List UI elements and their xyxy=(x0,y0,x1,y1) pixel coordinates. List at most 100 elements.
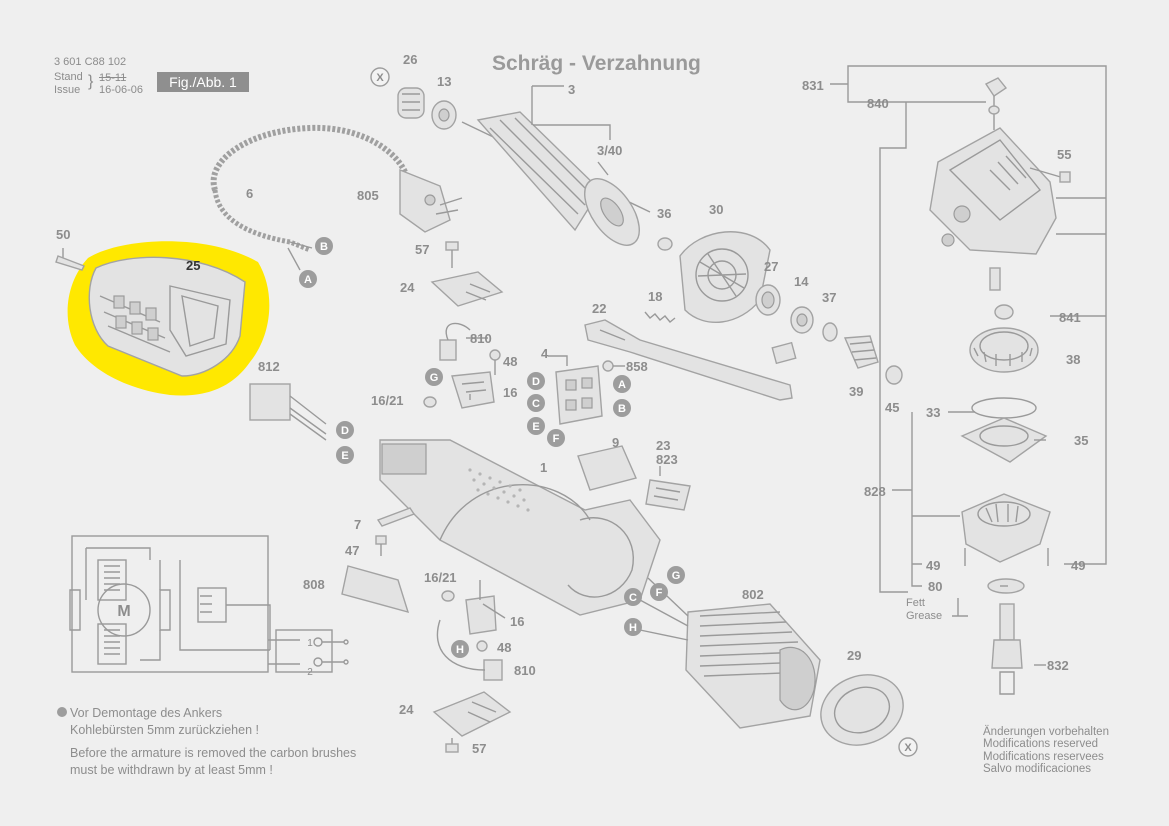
label-part-841: 841 xyxy=(1059,310,1081,325)
label-part-802: 802 xyxy=(742,587,764,602)
stand-value: 15-11 xyxy=(99,72,127,84)
marker-g-brush: G xyxy=(425,368,443,386)
screws-49 xyxy=(964,548,1049,566)
field-coil-802 xyxy=(685,603,821,729)
marker-f-switch: F xyxy=(547,429,565,447)
cover-24-bottom xyxy=(432,691,512,737)
switch-button-23 xyxy=(645,479,691,511)
marker-h-stator: H xyxy=(624,618,642,636)
bracket-glyph: } xyxy=(88,73,94,90)
note-de-line1: Vor Demontage des Ankers xyxy=(70,706,223,720)
marker-d-switch: D xyxy=(527,372,545,390)
label-part-26: 26 xyxy=(403,52,418,67)
brush-810-bottom xyxy=(436,619,503,681)
label-part-6: 6 xyxy=(246,186,254,201)
plate-9 xyxy=(577,445,637,491)
disclaimer-en: Modifications reserved xyxy=(983,738,1099,750)
marker-f-stator: F xyxy=(650,583,668,601)
svg-text:G: G xyxy=(430,372,439,384)
marker-b-switch: B xyxy=(613,399,631,417)
label-part-80: 80 xyxy=(928,579,943,594)
grease-label-en: Grease xyxy=(906,610,943,622)
svg-text:X: X xyxy=(376,72,384,84)
label-part-828: 828 xyxy=(864,484,886,499)
screw-50 xyxy=(55,248,85,271)
bearing-flange-828 xyxy=(961,493,1051,563)
label-part-831: 831 xyxy=(802,78,824,93)
washer-37 xyxy=(822,322,838,342)
brush-810-top xyxy=(439,322,471,361)
gear-head-840 xyxy=(929,127,1057,255)
label-part-16-21-top: 16/21 xyxy=(371,393,404,408)
fan-26 xyxy=(397,87,425,119)
flange-35 xyxy=(960,417,1048,463)
capacitor-812 xyxy=(249,383,327,441)
label-part-832: 832 xyxy=(1047,658,1069,673)
svg-text:B: B xyxy=(320,241,328,253)
marker-g-stator: G xyxy=(667,566,685,584)
screw-55 xyxy=(1029,167,1071,183)
spindle-832 xyxy=(991,603,1023,695)
svg-text:C: C xyxy=(629,592,637,604)
issue-value: 16-06-06 xyxy=(99,84,144,96)
label-part-50: 50 xyxy=(56,227,71,242)
label-part-48-top: 48 xyxy=(503,354,518,369)
label-part-3-40: 3/40 xyxy=(597,143,623,158)
housing-cover-25 xyxy=(88,256,246,377)
label-part-37: 37 xyxy=(822,290,837,305)
screw-858 xyxy=(602,360,625,372)
label-part-840: 840 xyxy=(867,96,889,111)
label-part-27: 27 xyxy=(764,259,779,274)
label-part-16-top: 16 xyxy=(503,385,518,400)
nut-45 xyxy=(885,365,903,385)
label-part-57-top: 57 xyxy=(415,242,430,257)
wiring-diagram xyxy=(69,535,349,673)
label-part-24-top: 24 xyxy=(400,280,415,295)
svg-text:C: C xyxy=(532,398,540,410)
marker-a-switch: A xyxy=(613,375,631,393)
label-part-48-bottom: 48 xyxy=(497,640,512,655)
marker-e-capacitor: E xyxy=(336,446,354,464)
svg-text:X: X xyxy=(904,742,912,754)
label-part-4: 4 xyxy=(541,346,549,361)
svg-text:F: F xyxy=(553,433,560,445)
screw-57-bottom xyxy=(445,738,459,753)
pin-841 xyxy=(989,267,1014,320)
label-808 xyxy=(341,565,410,614)
disclaimer-es: Salvo modificaciones xyxy=(983,763,1092,775)
marker-e-switch: E xyxy=(527,417,545,435)
fan-housing-30 xyxy=(679,231,771,324)
marker-x-top: X xyxy=(370,67,390,87)
motor-symbol: M xyxy=(117,603,130,620)
svg-text:A: A xyxy=(304,274,312,286)
ring-27 xyxy=(755,284,781,316)
label-part-22: 22 xyxy=(592,301,607,316)
part-misc xyxy=(771,341,797,365)
label-part-33: 33 xyxy=(926,405,941,420)
svg-text:B: B xyxy=(618,403,626,415)
note-en-line1: Before the armature is removed the carbo… xyxy=(70,746,357,760)
power-cable-6 xyxy=(210,124,408,271)
switch-4 xyxy=(555,365,603,425)
marker-a-cable: A xyxy=(299,270,317,288)
spring-16-21-top xyxy=(423,396,437,408)
label-part-25: 25 xyxy=(186,258,201,273)
label-part-14: 14 xyxy=(794,274,809,289)
label-part-39: 39 xyxy=(849,384,864,399)
disclaimer-fr: Modifications reservees xyxy=(983,751,1104,763)
label-part-45: 45 xyxy=(885,400,900,415)
marker-c-stator: C xyxy=(624,588,642,606)
crown-gear-38 xyxy=(969,327,1039,373)
label-part-810-bottom: 810 xyxy=(514,663,536,678)
label-part-823: 823 xyxy=(656,452,678,467)
clip-7 xyxy=(376,507,416,527)
svg-text:H: H xyxy=(456,644,464,656)
svg-text:F: F xyxy=(656,587,663,599)
spring-18 xyxy=(644,311,676,323)
bearing-13 xyxy=(431,100,457,130)
screw-57-top xyxy=(445,241,459,268)
brushholder-16-bottom xyxy=(465,580,497,635)
